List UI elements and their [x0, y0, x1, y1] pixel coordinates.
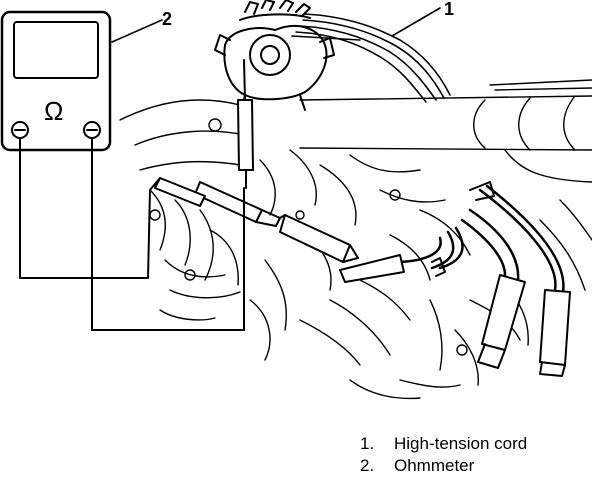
legend: 1. High-tension cord 2. Ohmmeter — [360, 433, 527, 477]
ohmmeter-leads — [19, 137, 245, 331]
callout-2: 2 — [162, 9, 173, 29]
legend-item: 1. High-tension cord — [360, 433, 527, 455]
ignition-cords-lower — [339, 181, 571, 377]
ignition-cords-upper — [291, 13, 451, 103]
callout-1: 1 — [444, 0, 455, 19]
ohm-symbol: Ω — [44, 96, 64, 126]
distributor-cap — [214, 0, 335, 111]
legend-label: Ohmmeter — [394, 456, 475, 475]
high-tension-cord — [194, 181, 359, 263]
test-probe-vertical — [237, 59, 254, 331]
legend-number: 1. — [360, 434, 375, 453]
callout-leaders — [111, 7, 441, 43]
ohmmeter — [0, 10, 112, 152]
test-probe-diagonal — [154, 177, 206, 207]
legend-label: High-tension cord — [394, 434, 528, 453]
legend-item: 2. Ohmmeter — [360, 455, 527, 477]
engine-background — [119, 79, 592, 400]
legend-number: 2. — [360, 456, 375, 475]
